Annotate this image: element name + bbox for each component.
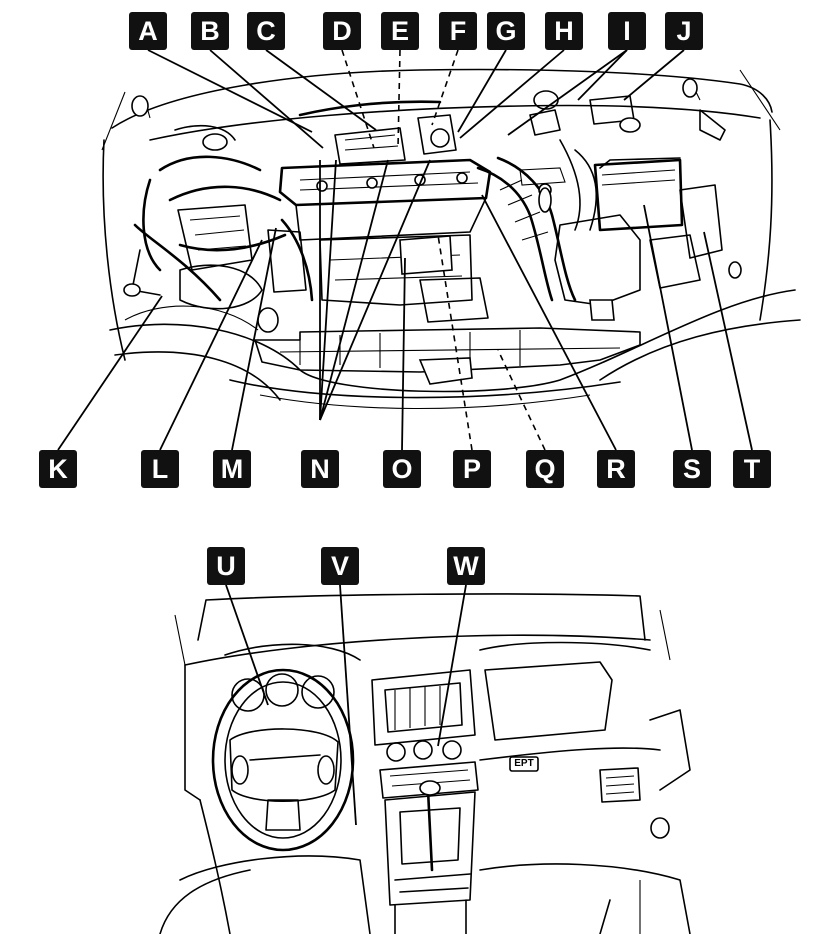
- callout-m: M: [213, 450, 251, 488]
- callout-p: P: [453, 450, 491, 488]
- callout-k: K: [39, 450, 77, 488]
- ept-label: EPT: [514, 758, 534, 769]
- callout-w: W: [447, 547, 485, 585]
- callout-v: V: [321, 547, 359, 585]
- callout-o: O: [383, 450, 421, 488]
- callout-t: T: [733, 450, 771, 488]
- callout-h: H: [545, 12, 583, 50]
- callout-d: D: [323, 12, 361, 50]
- callout-n: N: [301, 450, 339, 488]
- callout-s: S: [673, 450, 711, 488]
- callout-l: L: [141, 450, 179, 488]
- callout-b: B: [191, 12, 229, 50]
- engine-bay-leader-lines: [57, 49, 753, 451]
- callout-i: I: [608, 12, 646, 50]
- callout-a: A: [129, 12, 167, 50]
- interior-leader-lines: [225, 584, 467, 826]
- engine-bay-illustration: [101, 68, 801, 410]
- callout-j: J: [665, 12, 703, 50]
- callout-e: E: [381, 12, 419, 50]
- callout-g: G: [487, 12, 525, 50]
- callout-u: U: [207, 547, 245, 585]
- interior-illustration: [159, 593, 691, 934]
- callout-c: C: [247, 12, 285, 50]
- callout-r: R: [597, 450, 635, 488]
- callout-q: Q: [526, 450, 564, 488]
- ept-label-box: [509, 756, 539, 772]
- callout-f: F: [439, 12, 477, 50]
